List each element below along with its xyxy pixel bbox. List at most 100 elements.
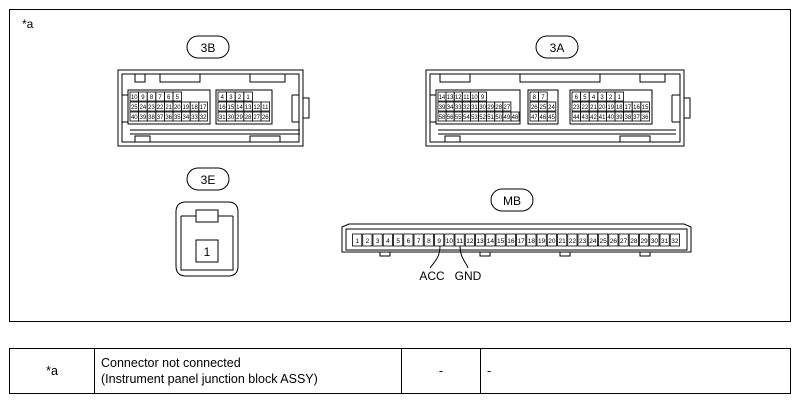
mb-pin-19-box [536, 233, 547, 247]
3b-pin-11: 11 [262, 105, 269, 111]
3b-pin-28: 28 [245, 115, 252, 121]
mb-pin-19: 19 [538, 238, 546, 245]
mb-pin-17: 17 [518, 238, 526, 245]
mb-pin-29-box [639, 233, 650, 247]
3b-pin-38: 38 [148, 115, 155, 121]
3b-pin-7: 7 [158, 95, 162, 101]
mb-pin-31-box [659, 233, 670, 247]
3b-pin-17: 17 [200, 105, 207, 111]
callout-gnd: GND [455, 269, 482, 283]
mb-pin-23-box [577, 233, 588, 247]
3a-pin-7-box [538, 91, 548, 102]
3b-pin-24: 24 [140, 105, 147, 111]
3b-pin-26-box [260, 111, 271, 122]
pin-label-3e-1: 1 [204, 245, 211, 259]
mb-pin-8-box [423, 233, 434, 247]
3b-pin-21: 21 [165, 105, 172, 111]
mb-pin-12-box [464, 233, 475, 247]
3b-pin-10: 10 [131, 95, 138, 101]
3a-pin-48-box [510, 111, 520, 122]
3a-pin-51: 51 [487, 115, 494, 121]
3b-pin-13: 13 [245, 105, 252, 111]
3a-pin-31: 31 [471, 105, 478, 111]
mb-pin-32: 32 [671, 238, 679, 245]
3b-pin-11-box [260, 101, 271, 112]
legend-description-line2: (Instrument panel junction block ASSY) [101, 372, 318, 386]
3b-pin-4: 4 [221, 95, 225, 101]
3a-pin-12: 12 [455, 95, 462, 101]
mb-pin-6: 6 [407, 238, 411, 245]
3a-pin-53: 53 [471, 115, 478, 121]
mb-pin-27-box [618, 233, 629, 247]
3a-pin-22: 22 [582, 105, 589, 111]
3b-pin-20: 20 [174, 105, 181, 111]
3a-pin-5: 5 [583, 95, 587, 101]
mb-pin-26: 26 [610, 238, 618, 245]
mb-pin-2: 2 [366, 238, 370, 245]
3a-pin-56: 56 [447, 115, 454, 121]
mb-pin-13: 13 [477, 238, 485, 245]
3a-pin-54: 54 [463, 115, 470, 121]
3b-pin-12: 12 [253, 105, 260, 111]
mb-pin-4-box [382, 233, 393, 247]
3b-pin-35: 35 [174, 115, 181, 121]
mb-pin-6-box [403, 233, 414, 247]
connector-3b: 3B [117, 35, 310, 147]
mb-pin-27: 27 [620, 238, 628, 245]
3a-pin-11: 11 [463, 95, 470, 101]
3a-pin-27-box [502, 101, 512, 112]
mb-pin-16: 16 [507, 238, 515, 245]
legend-description: Connector not connected (Instrument pane… [94, 348, 402, 394]
mb-pin-9-box [434, 233, 445, 247]
3a-pin-2: 2 [609, 95, 613, 101]
3a-pin-17: 17 [625, 105, 632, 111]
connector-3e: 3E 1 [175, 167, 239, 277]
mb-pin-7: 7 [417, 238, 421, 245]
3a-pin-14: 14 [439, 95, 446, 101]
connector-label-bubble-3b [186, 35, 230, 59]
3a-pin-15: 15 [642, 105, 649, 111]
3b-pin-32-box [198, 111, 208, 122]
3a-pin-45-box [546, 111, 557, 122]
3a-pin-1-box [614, 91, 625, 102]
3b-pin-25: 25 [131, 105, 138, 111]
3b-pin-23: 23 [148, 105, 155, 111]
3a-pin-52: 52 [479, 115, 486, 121]
legend-key: *a [9, 348, 95, 394]
3b-pin-2: 2 [238, 95, 242, 101]
3a-pin-16: 16 [633, 105, 640, 111]
3a-pin-41: 41 [599, 115, 606, 121]
mb-pin-20-box [546, 233, 557, 247]
mb-pin-14: 14 [487, 238, 495, 245]
3a-pin-42: 42 [590, 115, 597, 121]
3a-pin-39: 39 [616, 115, 623, 121]
3a-pin-9-box [478, 91, 488, 102]
mb-pin-32-box [669, 233, 680, 247]
mb-pin-5-box [393, 233, 404, 247]
mb-pin-18: 18 [528, 238, 536, 245]
mb-pin-22: 22 [569, 238, 577, 245]
3b-pin-14: 14 [236, 105, 243, 111]
connector-3a: 3A [425, 35, 691, 147]
connector-label-bubble-3e [186, 167, 230, 191]
connector-label-3a: 3A [550, 41, 565, 55]
connector-body-mb [341, 223, 692, 253]
diagram-frame [9, 9, 791, 322]
mb-pin-17-box [516, 233, 527, 247]
legend-row: *a Connector not connected (Instrument p… [9, 348, 791, 394]
mb-pin-31: 31 [661, 238, 669, 245]
connector-diagram: 3B 3A [117, 35, 692, 283]
mb-pin-20: 20 [548, 238, 556, 245]
3b-pin-36: 36 [165, 115, 172, 121]
connector-label-mb: MB [503, 194, 521, 208]
3b-pin-29: 29 [236, 115, 243, 121]
mb-pin-13-box [475, 233, 486, 247]
mb-pin-15-box [495, 233, 506, 247]
3a-pin-18: 18 [616, 105, 623, 111]
3b-pin-9: 9 [141, 95, 145, 101]
3b-pin-32: 32 [200, 115, 207, 121]
mb-pin-24-box [587, 233, 598, 247]
mb-pin-28-box [628, 233, 639, 247]
mb-pin-16-box [505, 233, 516, 247]
